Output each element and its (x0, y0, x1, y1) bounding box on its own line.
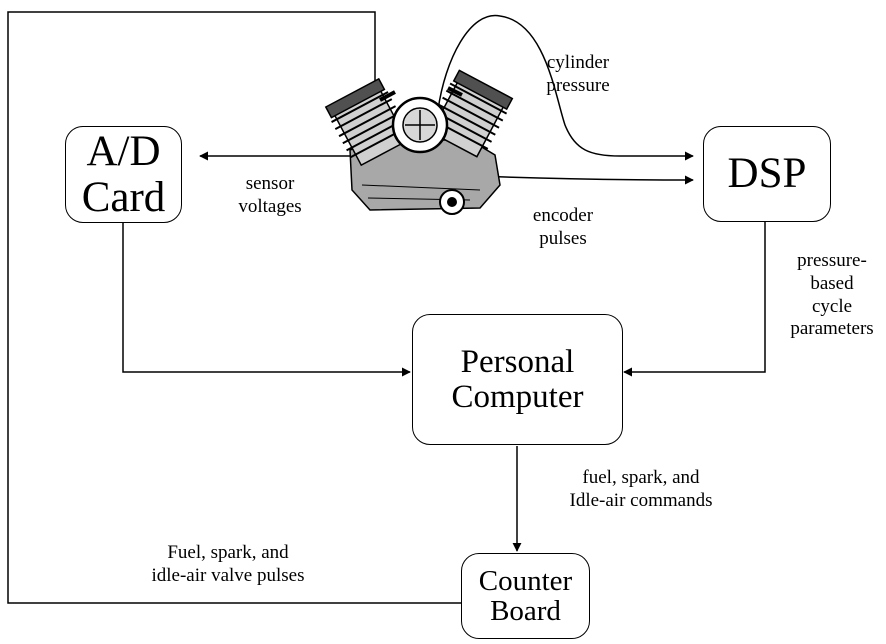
personal-computer-box: Personal Computer (412, 314, 623, 445)
ad-to-pc-arrow (122, 222, 411, 377)
pc-line-1: Personal (460, 343, 575, 380)
encoder-pulses-line-1: encoder (532, 205, 594, 226)
pressure-params-line-2: based (810, 272, 854, 294)
cylinder-pressure-label: cylinder pressure (528, 52, 628, 98)
cylinder-pressure-arrow (437, 14, 694, 161)
cylinder-pressure-line-2: pressure (546, 74, 610, 96)
commands-line-1: fuel, spark, and (582, 467, 700, 488)
v-twin-engine-icon (324, 69, 514, 215)
pressure-params-label: pressure- based cycle parameters (780, 250, 884, 341)
feedback-line (7, 11, 462, 604)
valve-pulses-line-1: Fuel, spark, and (167, 542, 289, 563)
encoder-pulses-line-2: pulses (539, 227, 587, 249)
valve-pulses-label: Fuel, spark, and idle-air valve pulses (128, 542, 328, 588)
ad-card-line-2: Card (81, 173, 166, 221)
cylinder-pressure-line-1: cylinder (546, 52, 610, 73)
sensor-voltages-line-2: voltages (238, 195, 302, 217)
encoder-pulses-label: encoder pulses (518, 205, 608, 251)
dsp-box: DSP (703, 126, 831, 222)
dsp-label: DSP (727, 150, 807, 198)
pressure-params-line-4: parameters (790, 318, 874, 340)
sensor-voltages-label: sensor voltages (220, 173, 320, 219)
commands-label: fuel, spark, and Idle-air commands (546, 467, 736, 513)
pc-line-2: Computer (451, 378, 584, 415)
pressure-params-line-3: cycle (811, 295, 853, 317)
pressure-params-line-1: pressure- (797, 250, 867, 271)
sensor-voltages-line-1: sensor (245, 173, 295, 194)
ad-card-box: A/D Card (65, 126, 182, 223)
valve-pulses-line-2: idle-air valve pulses (151, 564, 305, 586)
commands-line-2: Idle-air commands (569, 489, 713, 511)
counter-line-2: Board (490, 595, 561, 627)
counter-line-1: Counter (478, 564, 573, 597)
dsp-to-pc-arrow (623, 222, 766, 377)
ad-card-line-1: A/D (86, 128, 161, 176)
counter-board-box: Counter Board (461, 553, 590, 639)
